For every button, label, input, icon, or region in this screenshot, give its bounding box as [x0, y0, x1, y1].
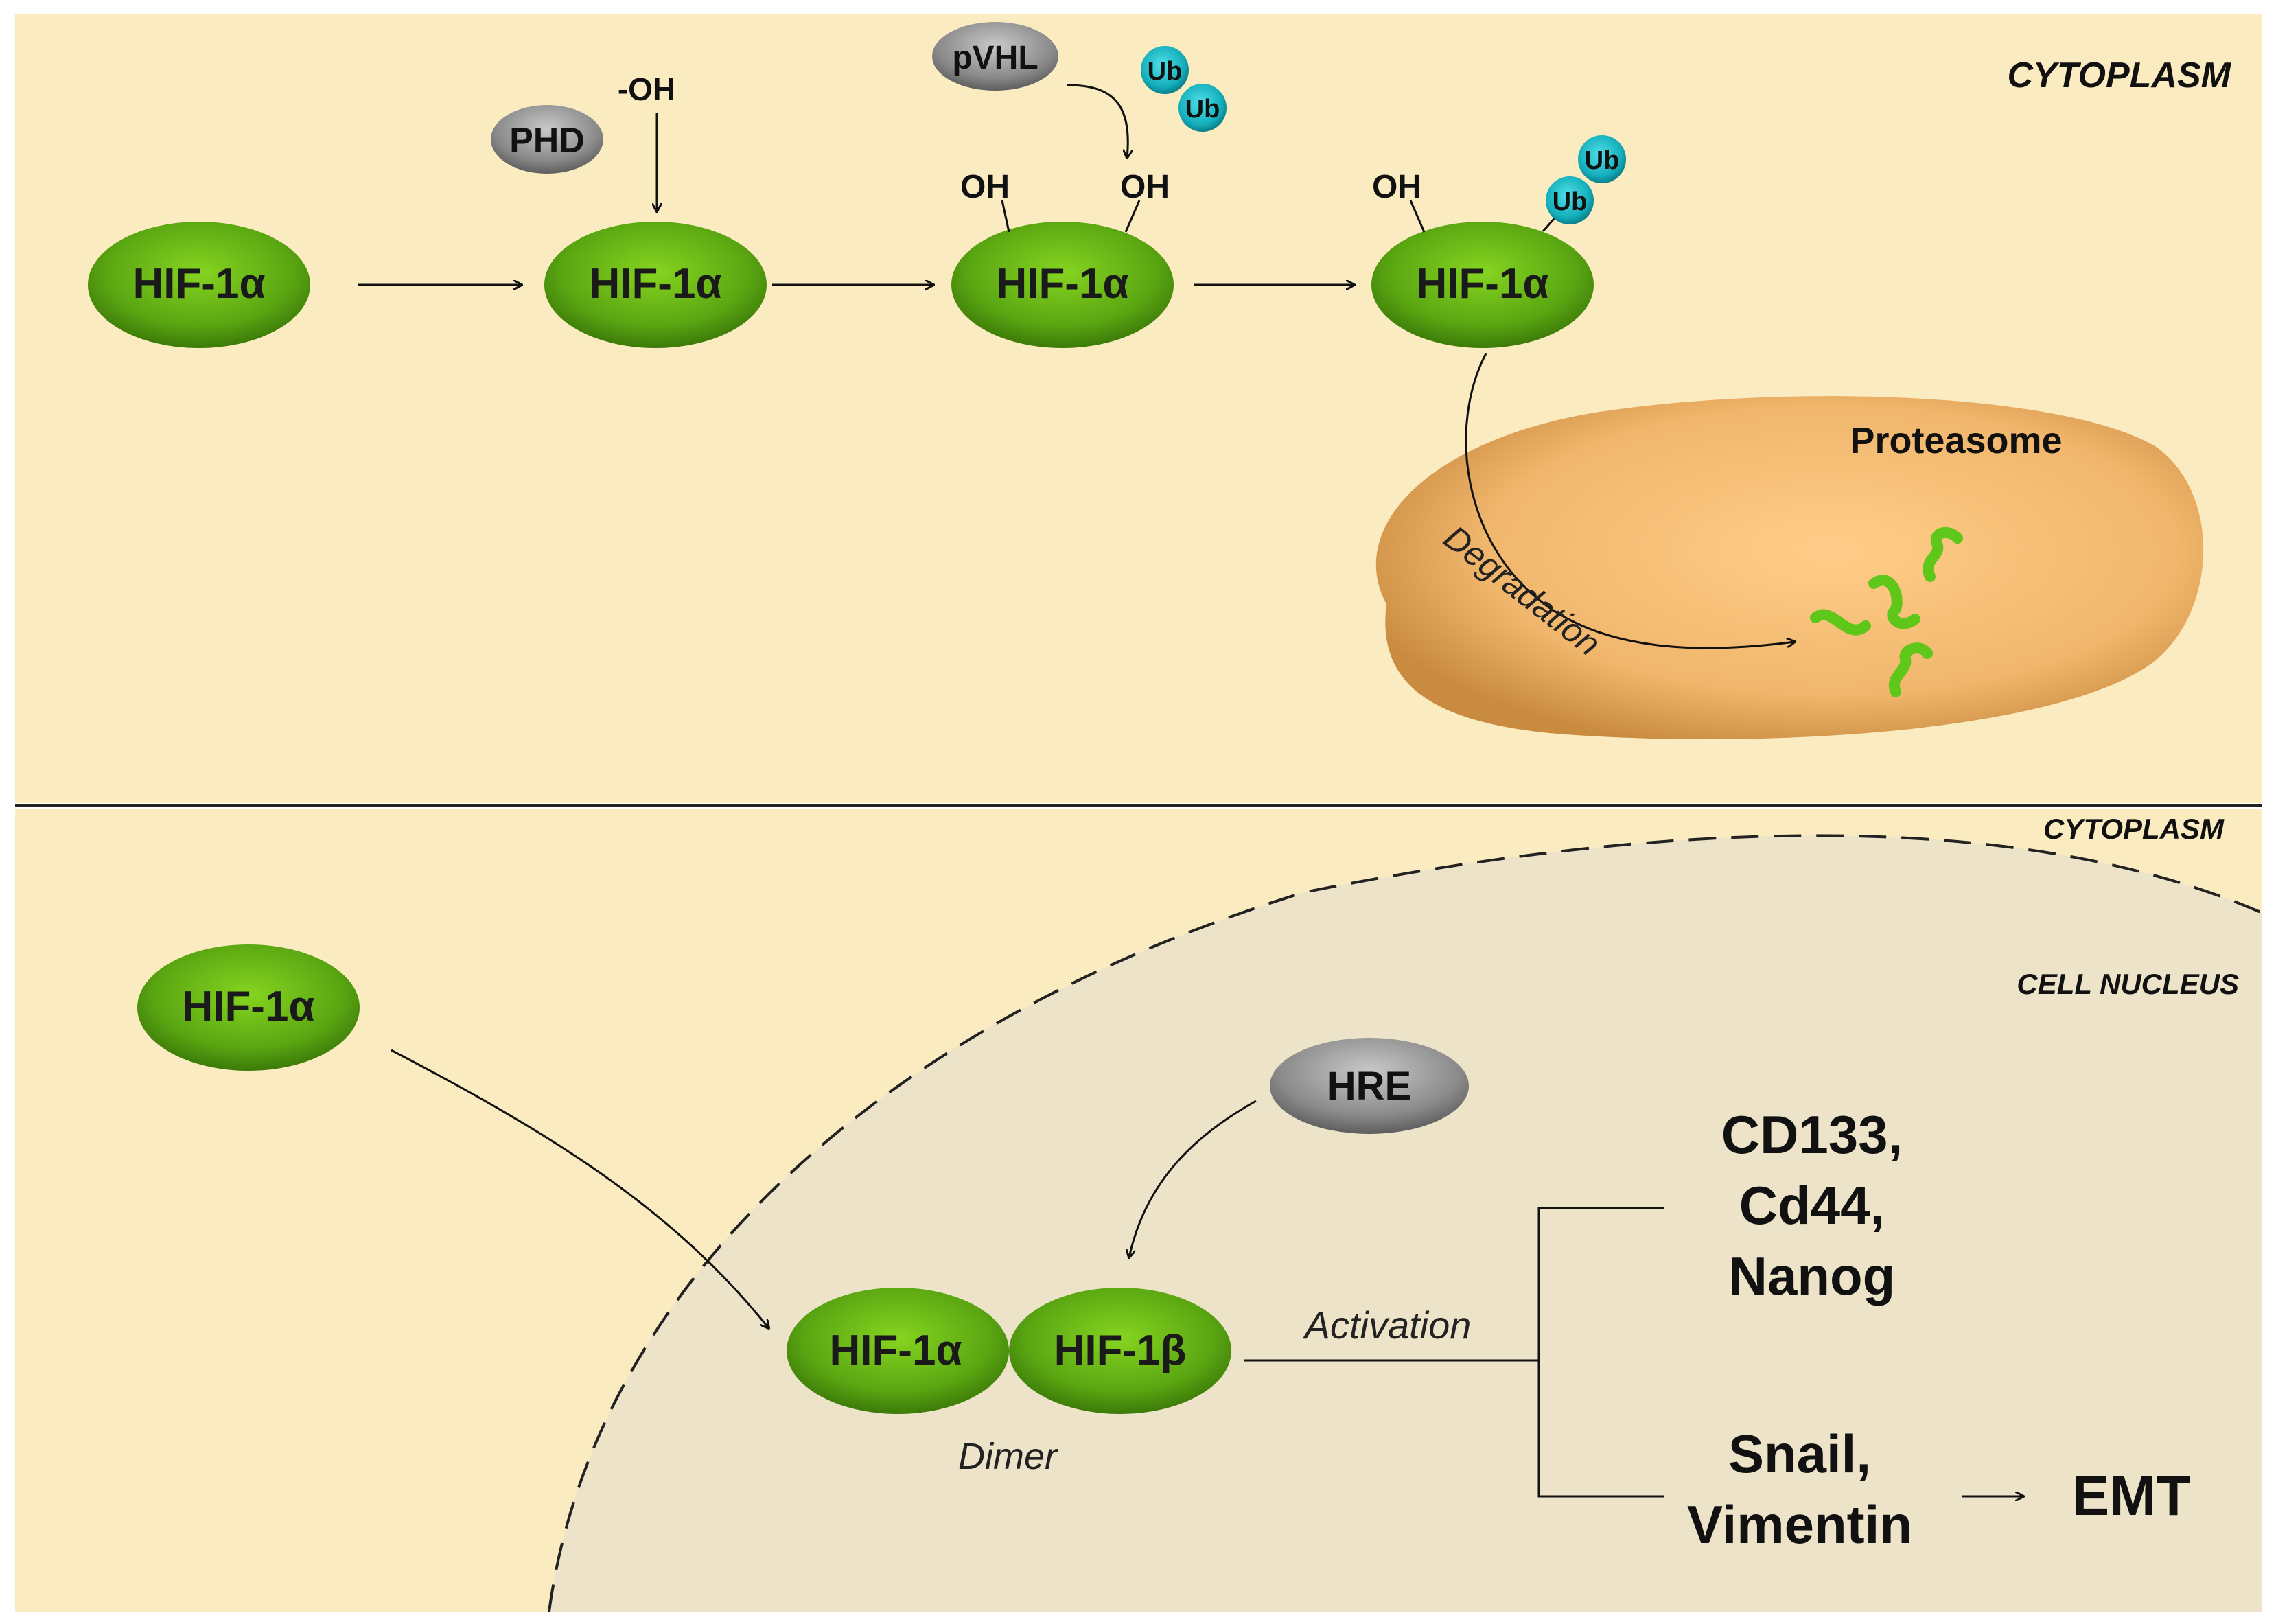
nuclear-membrane	[548, 834, 2263, 1612]
nuclear-translocation-arrow	[391, 1049, 769, 1328]
emt-label: EMT	[2071, 1465, 2190, 1527]
ubiquitin-label: Ub	[1185, 95, 1220, 124]
hre-element: HRE	[1270, 1038, 1469, 1134]
hre-label: HRE	[1327, 1064, 1411, 1109]
target-genes-emt: Snail, Vimentin	[1687, 1424, 1912, 1555]
hif1a-label: HIF-1α	[132, 260, 265, 308]
target-gene: CD133,	[1721, 1104, 1903, 1165]
oh-bond	[1409, 200, 1426, 233]
nucleus-label: CELL NUCLEUS	[2017, 968, 2239, 1000]
target-gene: Snail,	[1728, 1424, 1871, 1484]
ubiquitin-label: Ub	[1585, 146, 1620, 175]
proteasome	[1375, 396, 2204, 739]
target-gene: Vimentin	[1687, 1494, 1912, 1555]
proteasome-label: Proteasome	[1850, 420, 2062, 461]
ubiquitin-pair-free: Ub Ub	[1141, 46, 1227, 132]
hydroxyl-label: OH	[960, 169, 1010, 205]
pvhl-label: pVHL	[952, 40, 1038, 76]
hif1a-protein-1: HIF-1α	[88, 222, 310, 348]
target-gene: Nanog	[1729, 1246, 1896, 1306]
dimer-caption: Dimer	[958, 1436, 1058, 1477]
peptide-fragment	[1888, 642, 1933, 697]
hif1a-label: HIF-1α	[829, 1327, 962, 1374]
peptide-fragment	[1810, 609, 1871, 636]
oh-bond	[1001, 200, 1010, 233]
ubiquitin-chain-bound: Ub Ub	[1546, 135, 1626, 224]
oh-bond	[1124, 200, 1141, 233]
hre-binding-arrow	[1129, 1100, 1257, 1257]
phd-enzyme: PHD	[491, 105, 603, 174]
hif1a-label: HIF-1α	[996, 260, 1128, 308]
peptide-fragments	[1810, 526, 1963, 697]
cell-nucleus	[549, 835, 2262, 1612]
hif1a-protein-stabilized: HIF-1α	[137, 944, 360, 1071]
pvhl-enzyme: pVHL	[932, 22, 1058, 91]
hif1a-protein-3: HIF-1α	[951, 222, 1174, 348]
hif1b-label: HIF-1β	[1054, 1327, 1187, 1374]
bottom-cytoplasm-label: CYTOPLASM	[2043, 813, 2225, 845]
target-genes-stemness: CD133, Cd44, Nanog	[1721, 1104, 1903, 1306]
phd-label: PHD	[509, 121, 585, 161]
hif1a-protein-2: HIF-1α	[544, 222, 767, 348]
hydroxyl-label: OH	[1120, 169, 1170, 205]
top-cytoplasm-label: CYTOPLASM	[2007, 56, 2231, 95]
ubiquitin-label: Ub	[1148, 57, 1183, 86]
peptide-fragment	[1923, 526, 1963, 582]
hif1a-label: HIF-1α	[182, 983, 314, 1030]
hydroxyl-add-label: -OH	[618, 71, 675, 107]
hydroxyl-label: OH	[1372, 169, 1421, 205]
ubiquitin-label: Ub	[1553, 187, 1588, 216]
target-gene: Cd44,	[1739, 1175, 1885, 1236]
hif1-dimer: HIF-1α HIF-1β	[787, 1288, 1231, 1414]
hif1a-label: HIF-1α	[1416, 260, 1548, 308]
activation-label: Activation	[1303, 1303, 1472, 1347]
degradation-arrow	[1465, 353, 1795, 649]
hif1a-protein-4: HIF-1α	[1371, 222, 1594, 348]
hif1a-label: HIF-1α	[589, 260, 721, 308]
peptide-fragment	[1868, 575, 1920, 629]
target-bracket	[1537, 1207, 1664, 1498]
ubiquitination-arrow	[1067, 84, 1128, 158]
